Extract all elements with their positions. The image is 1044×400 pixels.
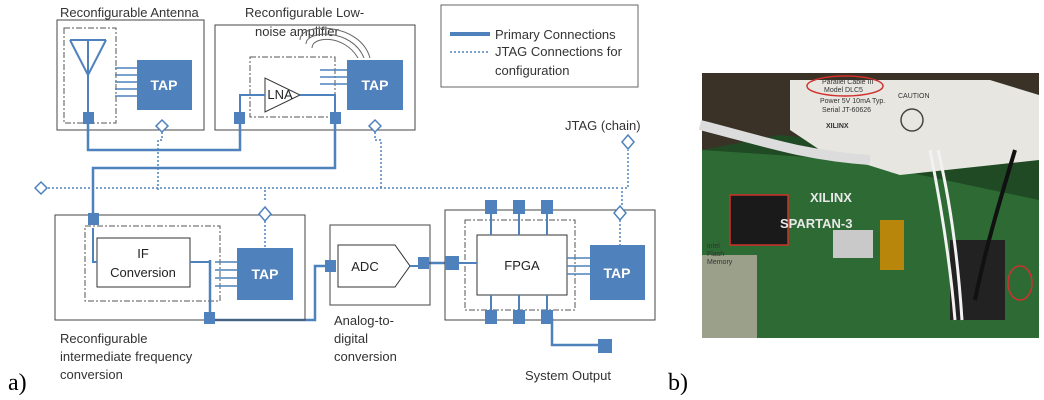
if-caption-3: conversion bbox=[60, 367, 123, 382]
lna-output-port bbox=[330, 112, 341, 124]
if-config-region bbox=[84, 225, 221, 302]
lna-config-wire-3 bbox=[311, 38, 359, 59]
board-spartan-text: SPARTAN-3 bbox=[780, 216, 852, 231]
if-tap-label: TAP bbox=[252, 266, 279, 282]
if-output-wire bbox=[190, 261, 211, 315]
antenna-tap-label: TAP bbox=[151, 77, 178, 93]
flying-lead-2 bbox=[936, 149, 964, 321]
adc-block: ADC Analog-to- digital conversion bbox=[325, 224, 431, 364]
panel-label-a: a) bbox=[8, 370, 27, 396]
intel-label-2: Flash bbox=[707, 251, 724, 258]
lna-title-1: Reconfigurable Low- bbox=[245, 5, 364, 20]
lna-output-wire bbox=[300, 94, 336, 113]
fpga-block: FPGA bbox=[444, 200, 656, 383]
board-crystal bbox=[833, 230, 873, 258]
if-jtag-port bbox=[258, 205, 272, 223]
lna-block-frame bbox=[214, 24, 416, 131]
legend-primary-label: Primary Connections bbox=[495, 27, 616, 42]
cable-ribbon bbox=[698, 120, 871, 165]
jtag-chain bbox=[48, 132, 629, 205]
cable-label-3: Power 5V 10mA Typ. bbox=[820, 98, 885, 105]
adc-caption-3: conversion bbox=[334, 349, 397, 364]
lna-tap-label: TAP bbox=[362, 77, 389, 93]
header-highlight bbox=[1007, 265, 1033, 301]
board-photo: Parallel Cable III Model DLC5 Power 5V 1… bbox=[698, 73, 1039, 338]
fpga-chip bbox=[476, 234, 568, 296]
legend-box bbox=[440, 4, 639, 88]
lna-config-wire-2 bbox=[305, 33, 365, 59]
fpga-tap-box bbox=[590, 245, 645, 300]
board-xilinx-text: XILINX bbox=[810, 190, 852, 205]
cable-label-1: Parallel Cable III bbox=[822, 79, 873, 86]
if-tap-pins bbox=[215, 261, 237, 287]
antenna-block-frame bbox=[56, 19, 205, 131]
lna-tap-box bbox=[347, 60, 403, 110]
adc-converter bbox=[337, 244, 411, 288]
lcd-display bbox=[702, 255, 757, 338]
lna-config-wire-1 bbox=[299, 27, 371, 59]
system-output-port bbox=[598, 339, 612, 353]
adc-label: ADC bbox=[351, 259, 378, 274]
board-connector bbox=[880, 220, 904, 270]
jtag-chain-input-port bbox=[33, 180, 49, 196]
fpga-tap-pins bbox=[567, 257, 590, 275]
system-output-label: System Output bbox=[525, 368, 611, 383]
intel-label-1: intel bbox=[707, 243, 720, 250]
if-caption-1: Reconfigurable bbox=[60, 331, 147, 346]
antenna-port bbox=[83, 112, 94, 124]
intel-label-3: Memory bbox=[707, 259, 733, 266]
caution-label: CAUTION bbox=[898, 93, 930, 100]
fpga-io-ports bbox=[445, 200, 553, 324]
if-label-1: IF bbox=[137, 246, 149, 261]
flash-chip bbox=[729, 194, 789, 246]
if-block: IF Conversion TAP Reconfigurable interme… bbox=[54, 205, 306, 382]
antenna-title: Reconfigurable Antenna bbox=[60, 5, 200, 20]
fpga-tap-label: TAP bbox=[604, 265, 631, 281]
cable-label-2: Model DLC5 bbox=[824, 87, 863, 94]
legend-jtag-label-2: configuration bbox=[495, 63, 569, 78]
lna-block: Reconfigurable Low- noise amplifier LNA … bbox=[214, 5, 416, 134]
if-label-2: Conversion bbox=[110, 265, 176, 280]
if-input-port bbox=[88, 213, 99, 225]
lna-title-2: noise amplifier bbox=[255, 24, 339, 39]
adc-caption-2: digital bbox=[334, 331, 368, 346]
panel-label-b: b) bbox=[668, 370, 688, 396]
if-caption-2: intermediate frequency bbox=[60, 349, 193, 364]
jtag-cable-housing bbox=[790, 80, 1039, 175]
warning-symbol bbox=[900, 108, 924, 132]
photo-panel-b: b) Parallel Cable III Model DLC5 Power 5… bbox=[668, 73, 1039, 396]
lna-label: LNA bbox=[267, 87, 293, 102]
legend: Primary Connections JTAG Connections for… bbox=[440, 4, 639, 88]
flying-lead-1 bbox=[928, 149, 957, 321]
jtag-chain-label: JTAG (chain) bbox=[565, 118, 641, 133]
lna-tap-pins bbox=[320, 69, 347, 85]
fpga-label: FPGA bbox=[504, 258, 540, 273]
if-output-port bbox=[204, 312, 215, 324]
if-input-wire bbox=[92, 228, 97, 263]
lna-input-wire bbox=[239, 94, 265, 113]
jtag-chain-output-port bbox=[621, 133, 635, 151]
cable-xilinx-label: XILINX bbox=[826, 123, 849, 130]
lna-config-region bbox=[249, 56, 336, 118]
cable-label-highlight bbox=[806, 75, 884, 97]
legend-jtag-label-1: JTAG Connections for bbox=[495, 44, 623, 59]
antenna-block: Reconfigurable Antenna TAP bbox=[56, 5, 205, 134]
if-converter bbox=[96, 237, 191, 288]
diagram-panel-a: Primary Connections JTAG Connections for… bbox=[8, 4, 656, 396]
cable-label-4: Serial JT-60626 bbox=[822, 107, 871, 114]
lna-input-port bbox=[234, 112, 245, 124]
fpga-jtag-port bbox=[613, 204, 627, 222]
adc-caption-1: Analog-to- bbox=[334, 313, 394, 328]
antenna-icon bbox=[69, 39, 107, 115]
if-block-frame bbox=[54, 214, 306, 321]
if-tap-box bbox=[237, 248, 293, 300]
flying-lead-ground bbox=[973, 149, 1017, 301]
antenna-tap-box bbox=[137, 60, 192, 110]
antenna-tap-pins bbox=[115, 67, 137, 97]
adc-output-port bbox=[418, 257, 429, 269]
adc-input-port bbox=[325, 260, 336, 272]
